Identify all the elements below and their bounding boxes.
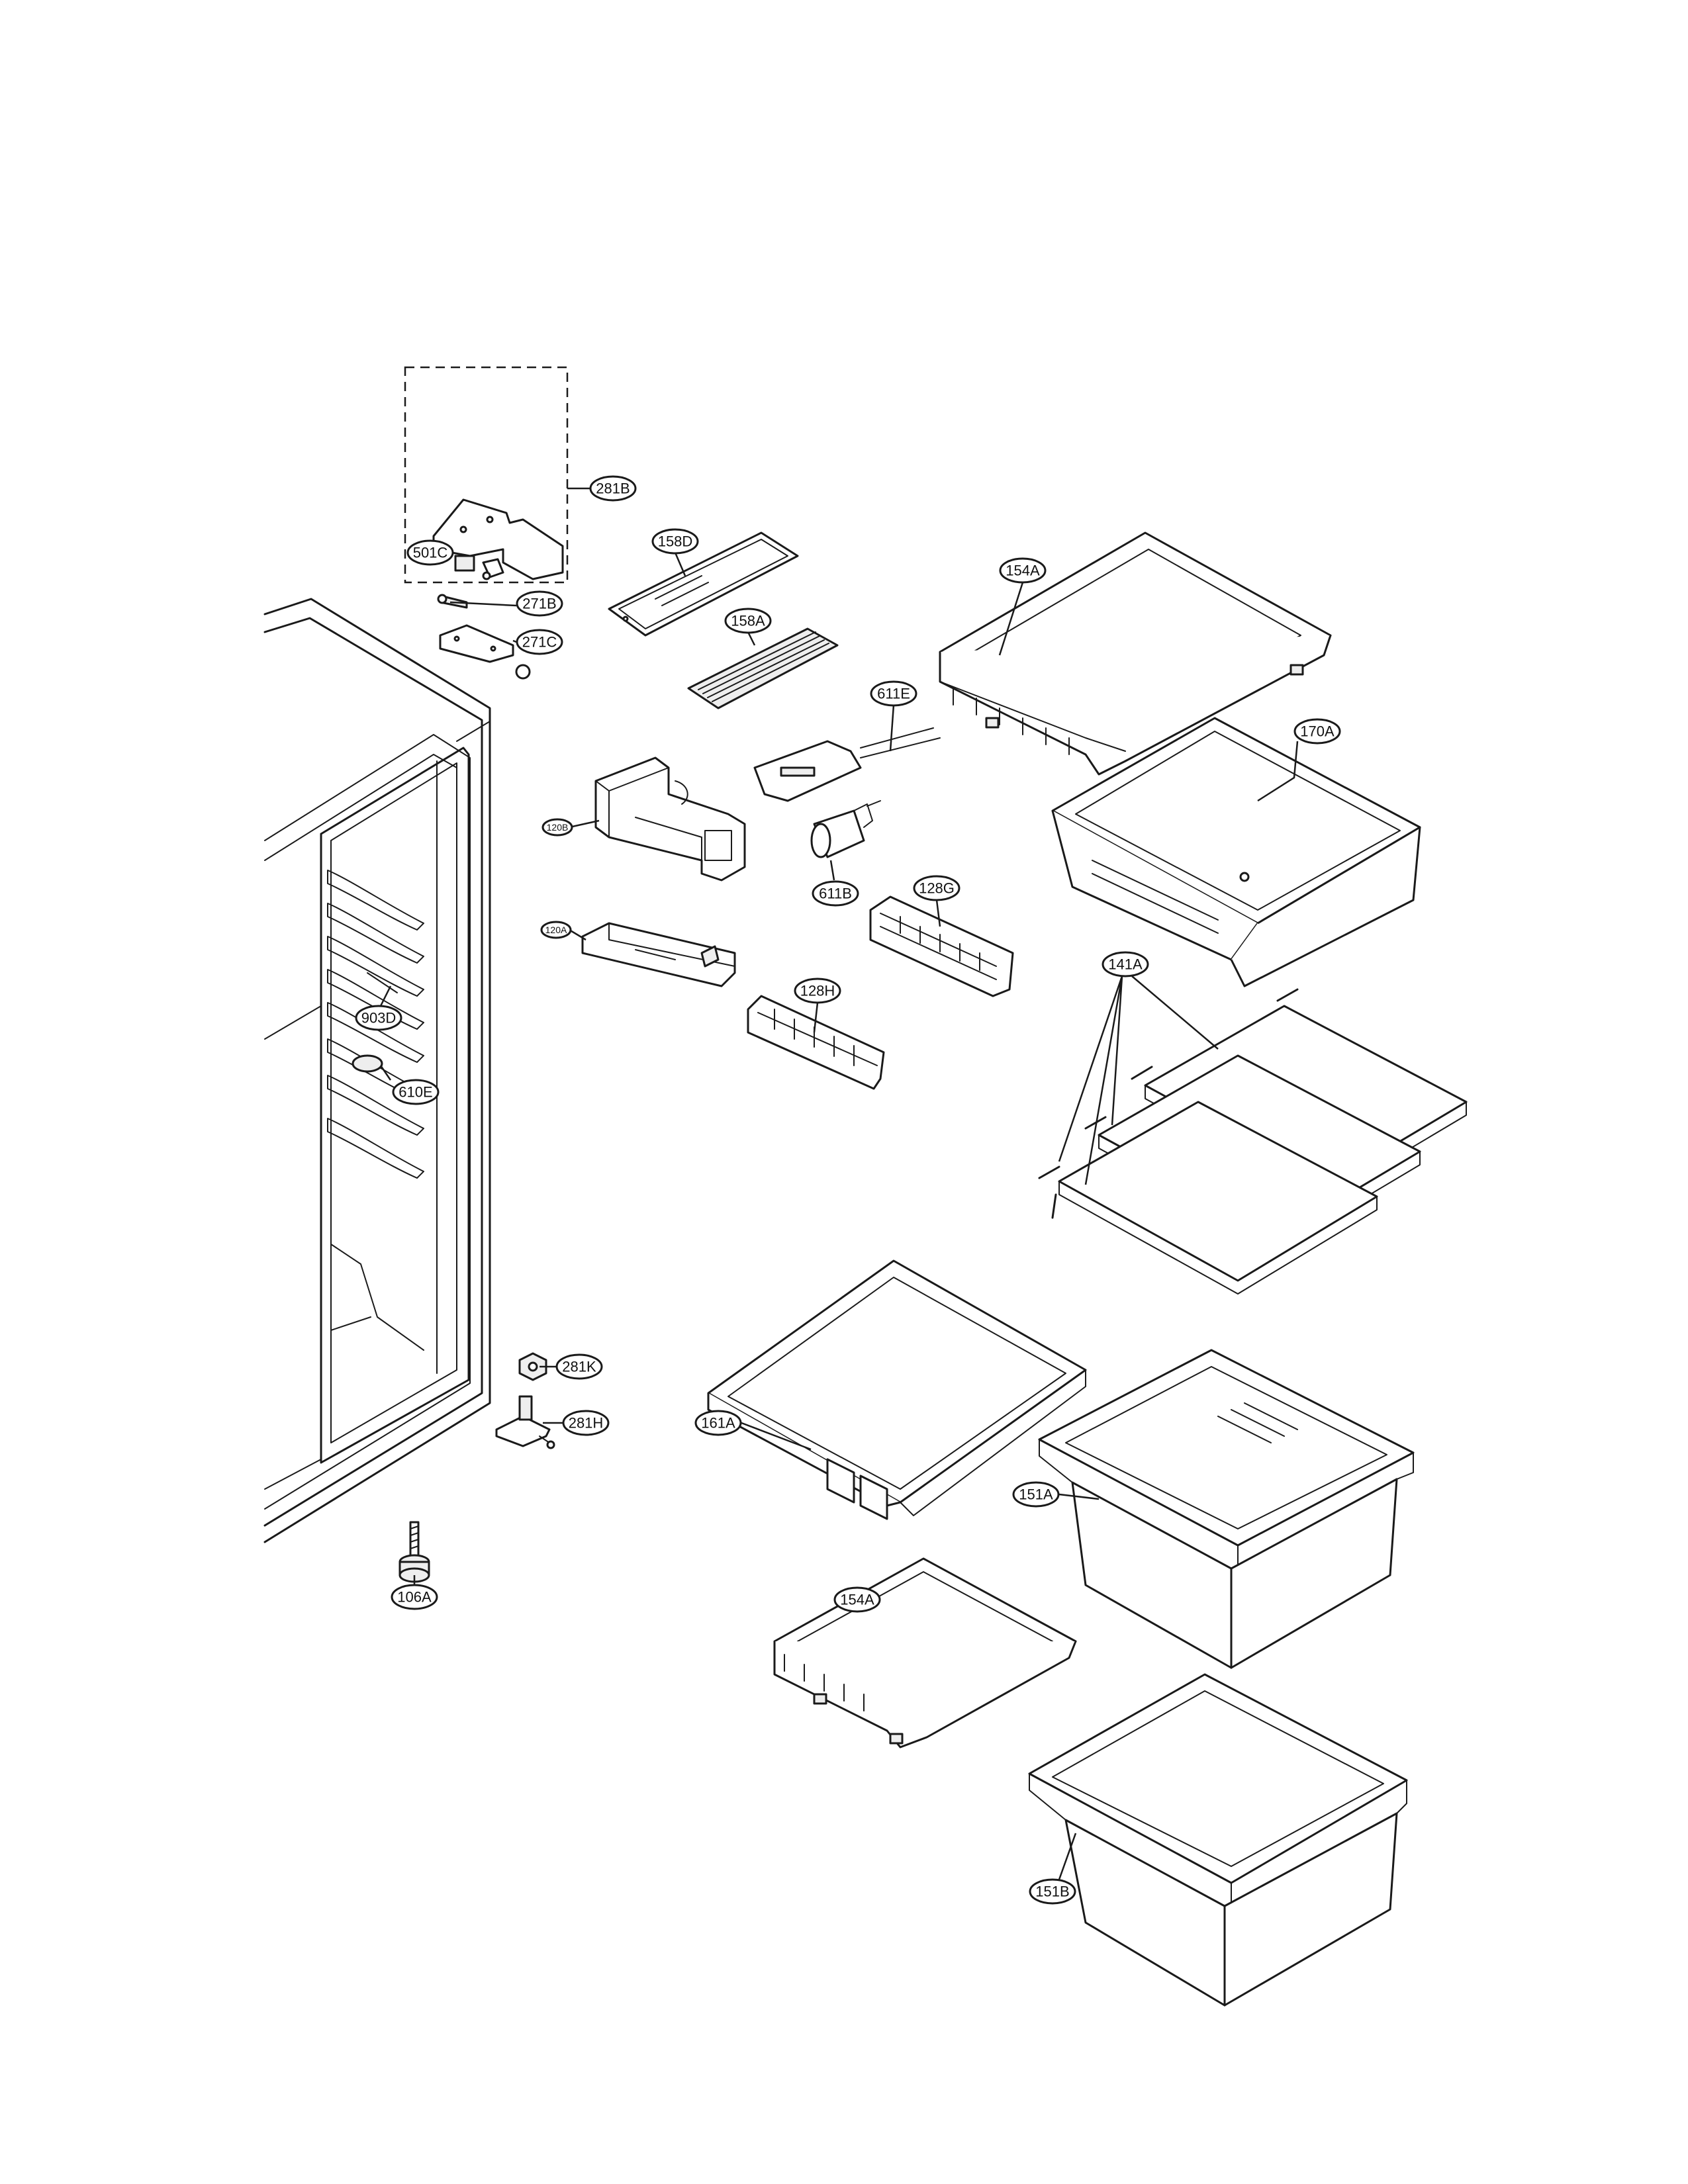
svg-text:151A: 151A: [1019, 1486, 1053, 1503]
svg-text:903D: 903D: [361, 1010, 397, 1026]
callout-154A-top: 154A: [999, 557, 1047, 584]
crisper-drawer-151B: [1028, 1673, 1408, 2007]
svg-text:154A: 154A: [1006, 563, 1040, 579]
lamp-611E: [753, 727, 941, 802]
lamp-lens-158A: [687, 627, 839, 709]
side-rail-128G: [869, 895, 1014, 997]
callout-128G: 128G: [913, 875, 961, 901]
crisper-cover-154A-top: [939, 531, 1332, 776]
water-filter-611B: [810, 800, 881, 858]
callout-141A: 141A: [1102, 951, 1149, 978]
cabinet-wire: [367, 972, 398, 993]
callout-120B: 120B: [541, 818, 573, 837]
drawer-170A: [1051, 717, 1421, 987]
sensor-connector-271B: [437, 594, 468, 609]
svg-text:128H: 128H: [800, 983, 835, 999]
callout-158D: 158D: [651, 528, 699, 555]
svg-text:501C: 501C: [413, 545, 448, 561]
callout-281K: 281K: [555, 1353, 603, 1380]
control-box-assembly: [404, 366, 569, 584]
svg-text:271B: 271B: [522, 596, 556, 612]
callout-154A-bottom: 154A: [833, 1586, 881, 1613]
shelf-141A-c: [1038, 1101, 1378, 1295]
refrigerator-cabinet: [263, 598, 491, 1543]
glass-shelf-161A: [707, 1259, 1087, 1520]
svg-text:120A: 120A: [545, 925, 567, 935]
svg-text:271C: 271C: [522, 634, 557, 651]
callout-106A: 106A: [391, 1584, 438, 1610]
cabinet-lamp-oval: [352, 1054, 383, 1073]
callout-120A: 120A: [540, 921, 572, 939]
callout-151A: 151A: [1012, 1481, 1060, 1508]
lamp-cover-158D: [608, 531, 799, 637]
svg-text:158D: 158D: [658, 533, 693, 550]
svg-text:610E: 610E: [399, 1084, 432, 1101]
bracket-271C: [439, 624, 531, 680]
svg-text:106A: 106A: [397, 1589, 432, 1606]
nut-281K: [518, 1352, 547, 1381]
callout-271C: 271C: [516, 629, 563, 655]
svg-text:281H: 281H: [569, 1415, 604, 1432]
callout-170A: 170A: [1293, 718, 1341, 745]
callout-501C: 501C: [406, 539, 454, 566]
svg-text:120B: 120B: [547, 822, 569, 833]
water-tank-120B: [594, 756, 746, 882]
crisper-drawer-151A: [1038, 1349, 1415, 1669]
svg-text:154A: 154A: [840, 1592, 874, 1608]
crisper-cover-154A-bottom: [773, 1557, 1077, 1749]
callout-158A: 158A: [724, 608, 772, 634]
callout-281H: 281H: [562, 1410, 610, 1436]
callout-281B: 281B: [589, 475, 637, 502]
svg-text:141A: 141A: [1108, 956, 1143, 973]
side-rail-128H: [747, 995, 885, 1090]
hinge-281H: [495, 1395, 555, 1449]
svg-text:151B: 151B: [1035, 1884, 1069, 1900]
svg-text:611E: 611E: [877, 686, 910, 702]
drip-tray-120A: [581, 922, 736, 987]
svg-text:128G: 128G: [919, 880, 955, 897]
svg-text:611B: 611B: [819, 886, 852, 902]
svg-text:281K: 281K: [562, 1359, 596, 1375]
callout-161A: 161A: [694, 1410, 742, 1436]
leveling-leg-106A: [399, 1521, 430, 1583]
callout-151B: 151B: [1029, 1878, 1076, 1905]
callout-610E: 610E: [392, 1079, 440, 1105]
leader-lines: [379, 487, 1299, 1880]
svg-text:170A: 170A: [1300, 723, 1335, 740]
svg-text:281B: 281B: [596, 480, 630, 497]
svg-text:158A: 158A: [731, 613, 765, 629]
callout-128H: 128H: [794, 978, 841, 1004]
callout-611B: 611B: [812, 880, 859, 907]
svg-text:161A: 161A: [701, 1415, 735, 1432]
callout-611E: 611E: [870, 680, 917, 707]
callout-271B: 271B: [516, 590, 563, 617]
callout-903D: 903D: [355, 1005, 402, 1031]
